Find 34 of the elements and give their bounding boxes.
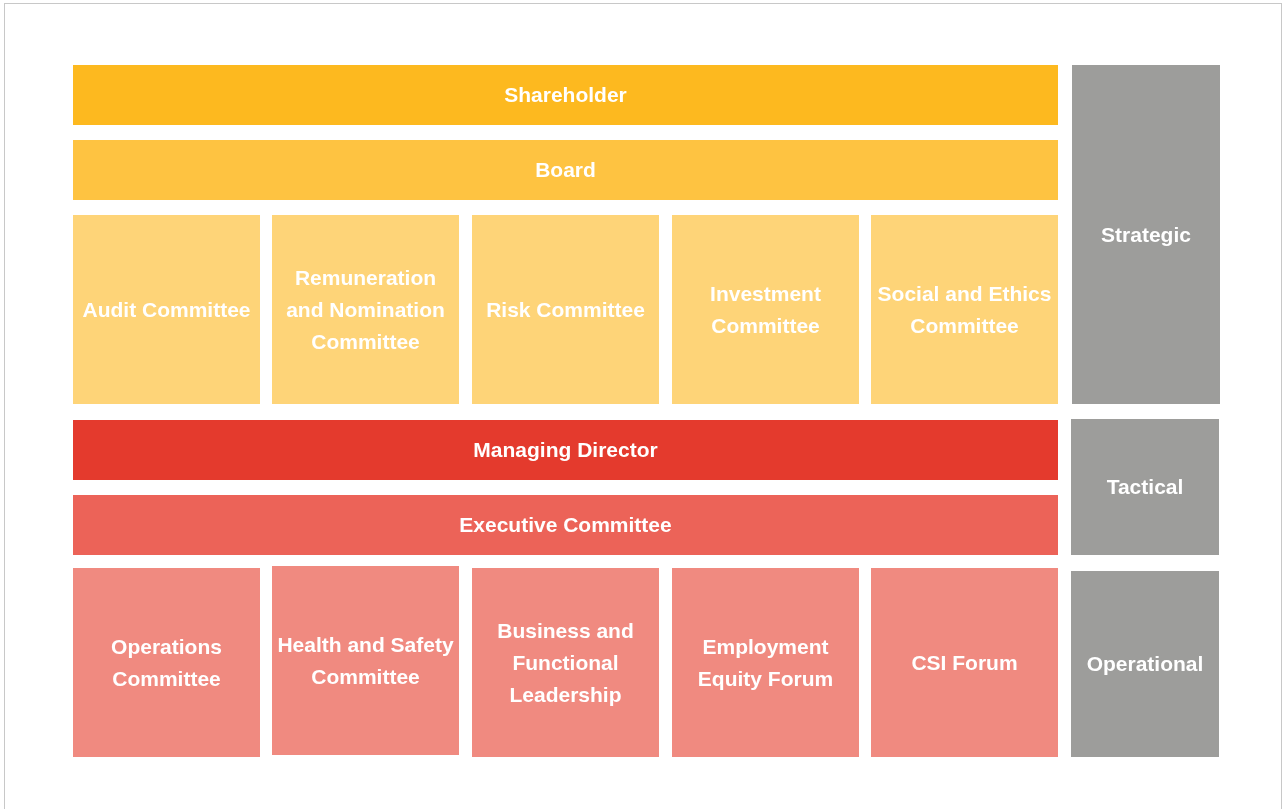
committee-box xyxy=(672,568,859,757)
node-label: Executive Committee xyxy=(459,512,672,538)
level-panel xyxy=(1071,571,1219,757)
node-label: Managing Director xyxy=(473,437,658,463)
node-label: Social and Ethics Committee xyxy=(876,280,1053,339)
node-label: Tactical xyxy=(1106,474,1184,500)
node-label: Business and Functional Leadership xyxy=(496,617,635,708)
committee-box xyxy=(73,215,260,404)
node-label: Board xyxy=(535,157,596,183)
committee-box xyxy=(272,566,459,755)
role-band xyxy=(73,495,1058,555)
node-label: CSI Forum xyxy=(911,649,1018,676)
committee-box xyxy=(272,215,459,404)
level-panel xyxy=(1072,65,1220,404)
node-label: Remuneration and Nomination Committee xyxy=(285,264,446,355)
node-label: Shareholder xyxy=(504,82,627,108)
level-panel xyxy=(1071,419,1219,555)
committee-box xyxy=(672,215,859,404)
role-band xyxy=(73,420,1058,480)
committee-box xyxy=(472,215,659,404)
node-label: Audit Committee xyxy=(82,296,251,323)
node-label: Operational xyxy=(1086,651,1204,677)
node-label: Health and Safety Committee xyxy=(276,631,455,690)
committee-box xyxy=(73,568,260,757)
node-label: Operations Committee xyxy=(110,633,223,692)
node-label: Investment Committee xyxy=(709,280,822,339)
role-band xyxy=(73,140,1058,200)
committee-box xyxy=(871,568,1058,757)
role-band xyxy=(73,65,1058,125)
node-label: Strategic xyxy=(1101,221,1191,248)
committee-box xyxy=(871,215,1058,404)
committee-box xyxy=(472,568,659,757)
node-label: Employment Equity Forum xyxy=(696,633,835,692)
node-label: Risk Committee xyxy=(486,296,645,323)
